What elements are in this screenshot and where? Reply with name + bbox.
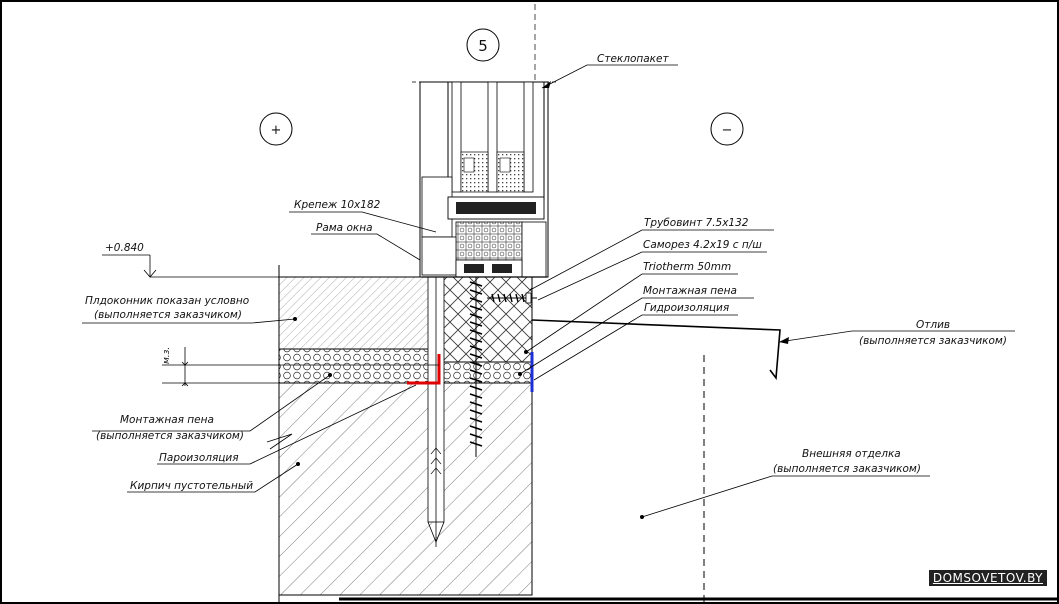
label-mounting-foam-outer: Монтажная пена bbox=[643, 285, 737, 297]
label-sill-line2: (выполняется заказчиком) bbox=[94, 309, 242, 321]
label-mounting-foam-inner-line2: (выполняется заказчиком) bbox=[96, 430, 244, 442]
label-exterior-finish-line1: Внешняя отделка bbox=[802, 448, 901, 460]
axis-label: 5 bbox=[478, 37, 488, 55]
triotherm-insulation bbox=[438, 276, 533, 363]
elevation-label: +0.840 bbox=[105, 242, 144, 254]
window-profile bbox=[412, 81, 557, 278]
label-fastener: Крепеж 10х182 bbox=[294, 199, 381, 211]
mounting-foam-outer bbox=[438, 361, 533, 384]
elevation-mark: +0.840 bbox=[102, 242, 422, 278]
label-drip-sill-line1: Отлив bbox=[916, 319, 950, 331]
label-sill-line1: Плдоконник показан условно bbox=[85, 295, 249, 307]
axis-marker: 5 bbox=[466, 28, 500, 62]
anchor-fastener bbox=[427, 224, 445, 547]
self-tapping-screw bbox=[487, 292, 537, 304]
svg-text:+: + bbox=[271, 123, 282, 138]
mz-dimension: м.з. bbox=[162, 347, 439, 387]
tube-screw bbox=[469, 277, 483, 457]
watermark-link[interactable]: DOMSOVETOV.BY bbox=[928, 570, 1047, 586]
label-exterior-finish-line2: (выполняется заказчиком) bbox=[773, 463, 921, 475]
mz-label: м.з. bbox=[162, 347, 172, 364]
label-triotherm: Triotherm 50mm bbox=[643, 261, 731, 273]
inside-sign: + bbox=[259, 112, 293, 146]
label-tube-screw: Трубовинт 7.5х132 bbox=[644, 217, 749, 229]
mounting-foam-inner bbox=[278, 348, 440, 384]
sill-board bbox=[278, 276, 430, 350]
vapor-barrier bbox=[407, 354, 441, 385]
label-self-tapping-screw: Саморез 4.2х19 с п/ш bbox=[643, 239, 762, 251]
label-hollow-brick: Кирпич пустотельный bbox=[130, 480, 253, 492]
svg-text:−: − bbox=[722, 123, 733, 138]
label-mounting-foam-inner-line1: Монтажная пена bbox=[120, 414, 214, 426]
label-waterproofing: Гидроизоляция bbox=[644, 302, 729, 314]
outside-sign: − bbox=[710, 112, 744, 146]
label-vapor-barrier: Пароизоляция bbox=[159, 452, 239, 464]
label-drip-sill-line2: (выполняется заказчиком) bbox=[859, 335, 1007, 347]
hollow-brick bbox=[278, 382, 533, 596]
label-glazing: Стеклопакет bbox=[597, 53, 669, 65]
label-window-frame: Рама окна bbox=[316, 222, 373, 234]
drip-sill bbox=[531, 319, 781, 381]
